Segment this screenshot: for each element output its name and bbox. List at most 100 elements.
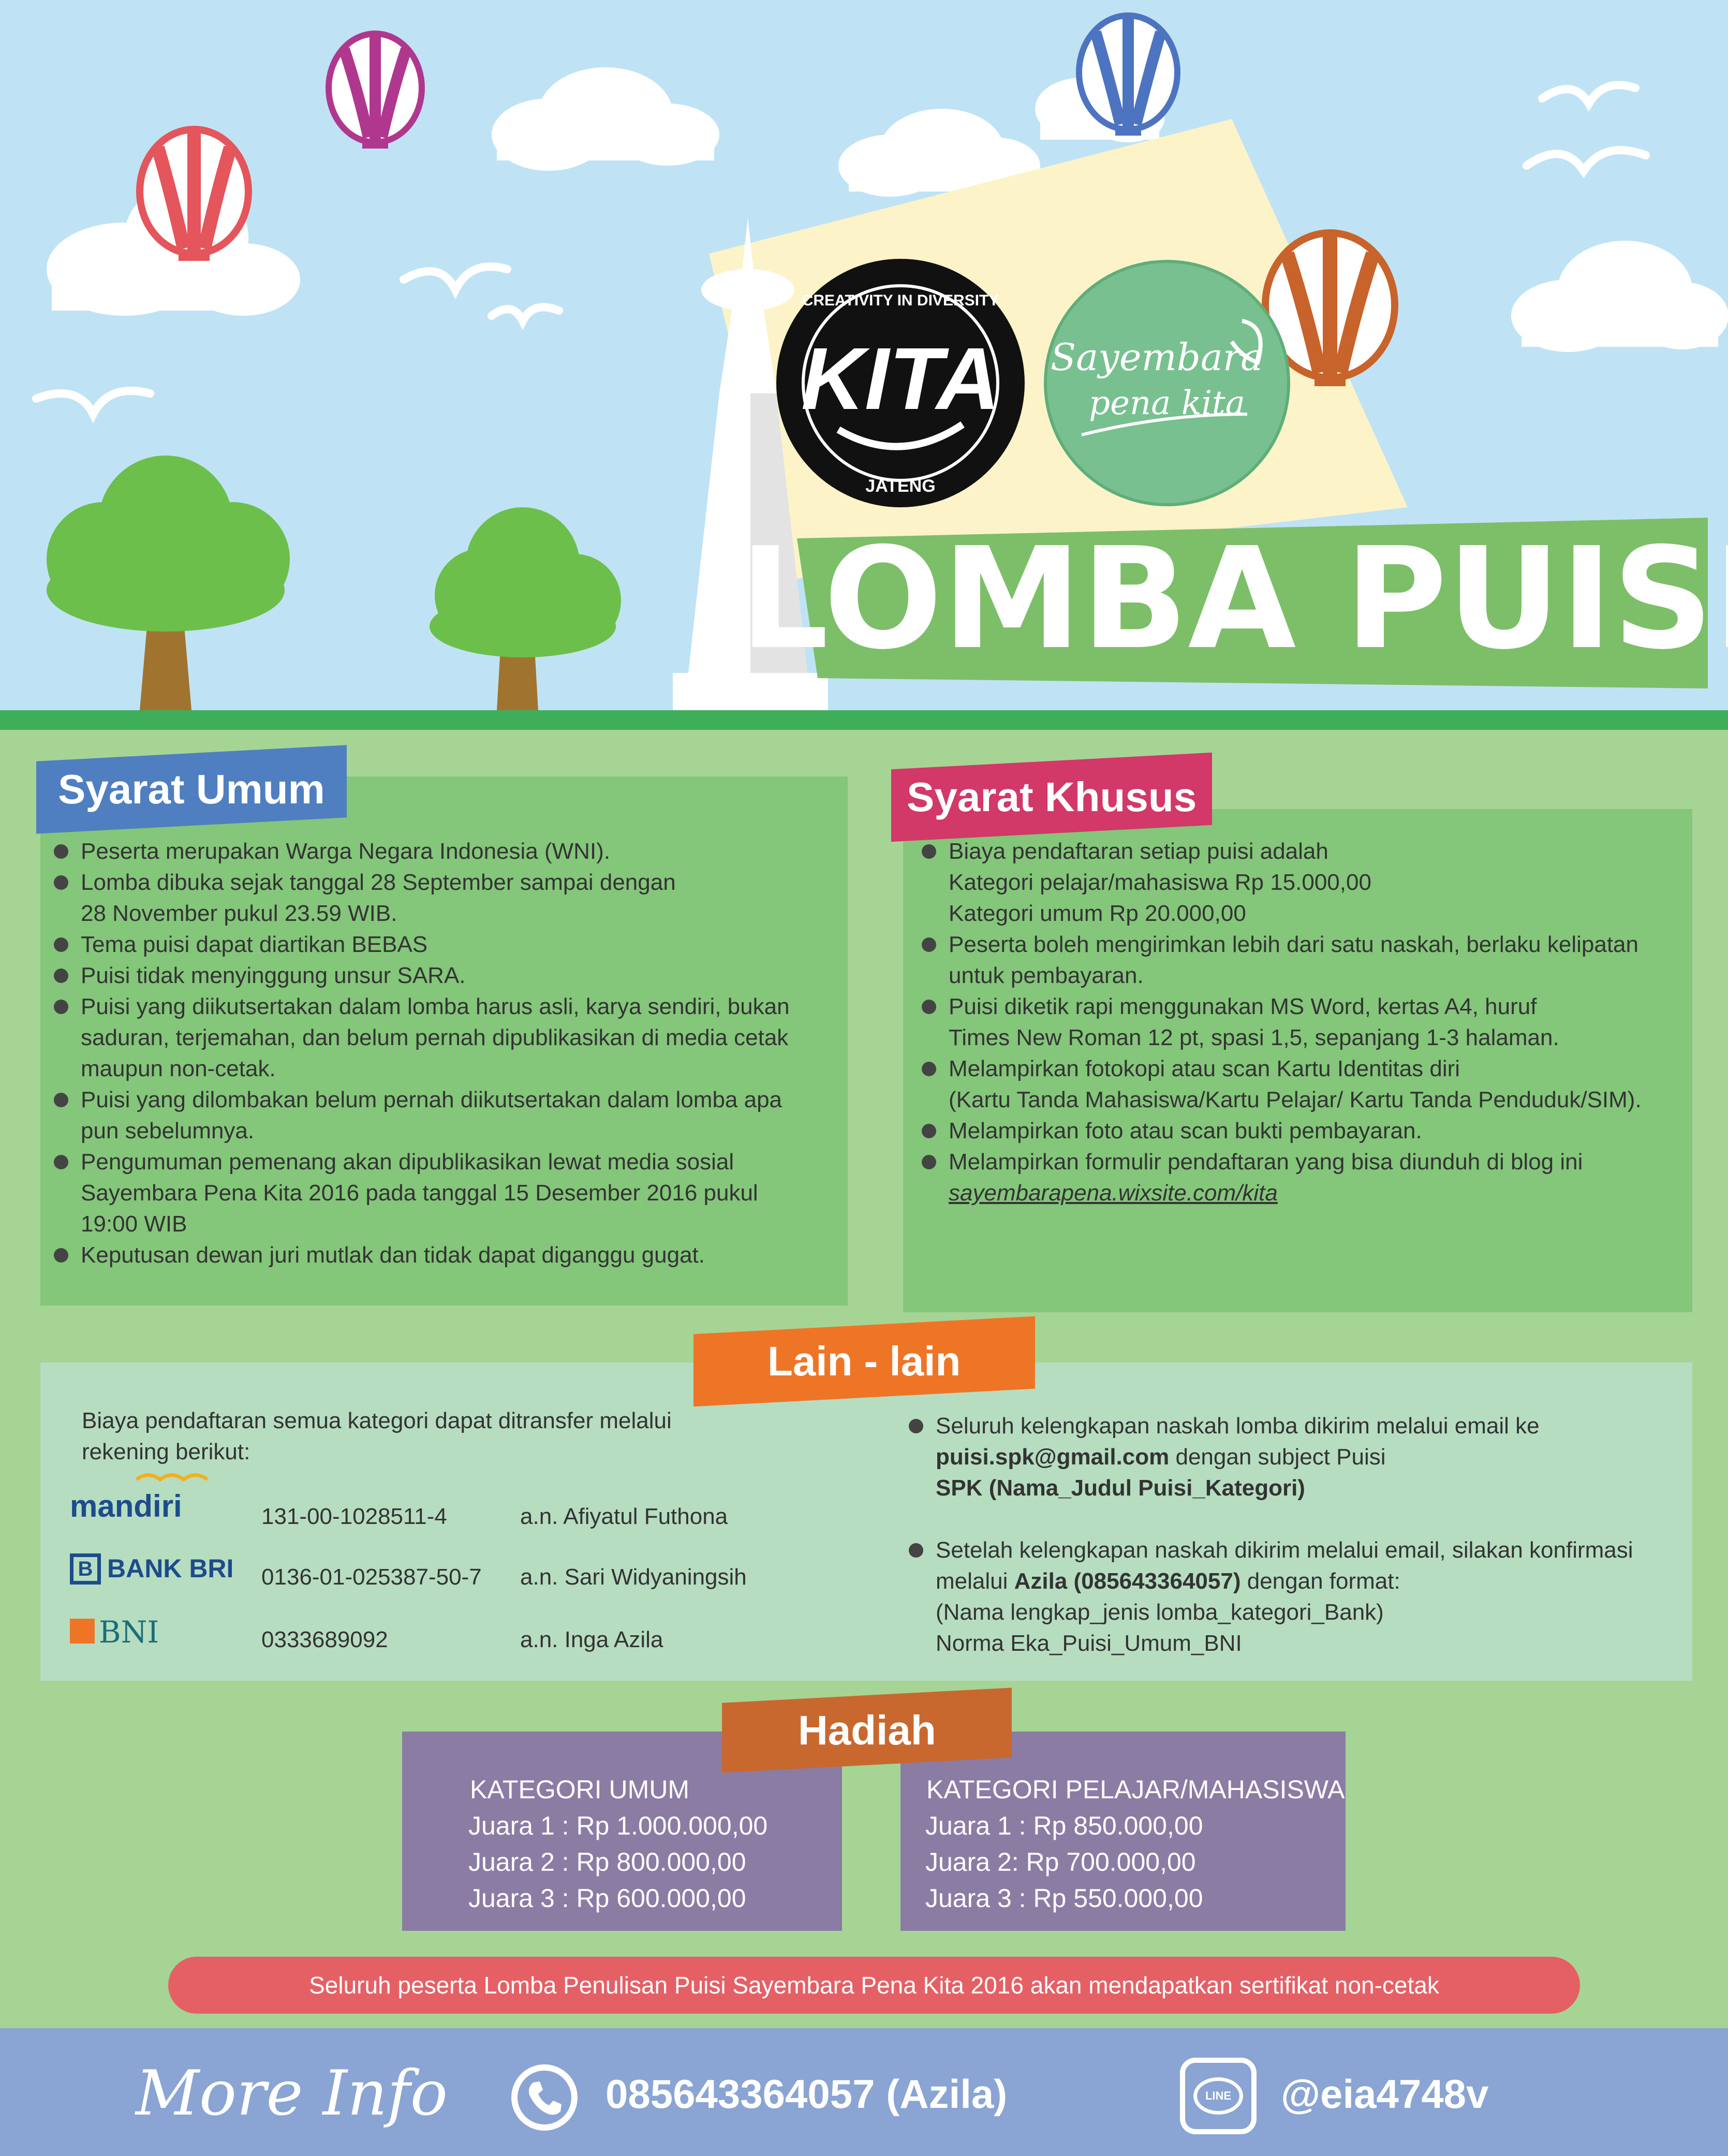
line-bubble: LINE: [1193, 2077, 1243, 2115]
tree-left: [47, 456, 290, 710]
syarat-umum-item-line: 28 November pukul 23.59 WIB.: [81, 901, 397, 926]
hadiah-pelajar-panel: [900, 1732, 1346, 1931]
bank-account-bri: 0136-01-025387-50-7: [261, 1564, 482, 1590]
umum-prize-2: Juara 2 : Rp 800.000,00: [468, 1847, 746, 1876]
more-info-label: More Info: [136, 2058, 448, 2130]
balloon-orange: [1262, 229, 1398, 386]
syarat-umum-item: Peserta merupakan Warga Negara Indonesia…: [51, 836, 837, 867]
syarat-umum-item-line: 19:00 WIB: [81, 1211, 187, 1237]
certificate-note-pill: Seluruh peserta Lomba Penulisan Puisi Sa…: [168, 1957, 1580, 2014]
email-note: Seluruh kelengkapan naskah lomba dikirim…: [906, 1411, 1682, 1504]
syarat-umum-item: Puisi tidak menyinggung unsur SARA.: [51, 960, 837, 991]
syarat-khusus-item-line: (Kartu Tanda Mahasiswa/Kartu Pelajar/ Ka…: [949, 1087, 1642, 1112]
footer-bar: [0, 2028, 1728, 2156]
email-subject-format: SPK (Nama_Judul Puisi_Kategori): [936, 1475, 1305, 1501]
monument-illustration: [673, 217, 828, 710]
kita-ring-top: CREATIVITY IN DIVERSITY: [802, 292, 999, 309]
bank-logo-bni: BNI: [70, 1612, 204, 1654]
syarat-khusus-item-line: Peserta boleh mengirimkan lebih dari sat…: [949, 932, 1638, 957]
lain-lain-panel: [40, 1362, 1692, 1681]
umum-prize-3: Juara 3 : Rp 600.000,00: [468, 1884, 746, 1913]
bank-logo-mandiri: mandiri: [70, 1473, 235, 1523]
syarat-umum-item-line: Pengumuman pemenang akan dipublikasikan …: [81, 1149, 734, 1175]
syarat-umum-title: Syarat Umum: [58, 766, 325, 812]
kategori-pelajar-title: KATEGORI PELAJAR/MAHASISWA: [926, 1775, 1345, 1804]
line-icon-text: LINE: [1205, 2089, 1232, 2102]
confirm-contact: Azila (085643364057): [1014, 1568, 1241, 1594]
syarat-umum-panel: [40, 776, 848, 1306]
syarat-khusus-item-line: Biaya pendaftaran setiap puisi adalah: [949, 839, 1328, 864]
syarat-khusus-item-line: Melampirkan formulir pendaftaran yang bi…: [949, 1149, 1583, 1175]
syarat-umum-item-line: Puisi tidak menyinggung unsur SARA.: [81, 963, 466, 988]
syarat-umum-item-line: Puisi yang diikutsertakan dalam lomba ha…: [81, 994, 790, 1019]
syarat-khusus-item: Puisi diketik rapi menggunakan MS Word, …: [919, 991, 1685, 1053]
bank-name-bni: BNI: [99, 1615, 159, 1650]
title-banner: [797, 518, 1708, 688]
syarat-umum-item-line: Keputusan dewan juri mutlak dan tidak da…: [81, 1242, 705, 1268]
lain-lain-title: Lain - lain: [767, 1338, 961, 1385]
syarat-umum-item-line: Peserta merupakan Warga Negara Indonesia…: [81, 839, 611, 864]
syarat-umum-item: Puisi yang diikutsertakan dalam lomba ha…: [51, 991, 837, 1084]
syarat-umum-item: Tema puisi dapat diartikan BEBAS: [51, 929, 837, 960]
certificate-note: Seluruh peserta Lomba Penulisan Puisi Sa…: [309, 1972, 1439, 1999]
syarat-khusus-title: Syarat Khusus: [906, 774, 1197, 820]
feather-icon: [1230, 319, 1263, 365]
pelajar-prize-2: Juara 2: Rp 700.000,00: [925, 1847, 1196, 1876]
blog-link[interactable]: sayembarapena.wixsite.com/kita: [949, 1180, 1278, 1206]
balloon-blue: [1076, 12, 1180, 136]
syarat-umum-item: Puisi yang dilombakan belum pernah diiku…: [51, 1084, 837, 1147]
phone-number[interactable]: 085643364057 (Azila): [605, 2071, 1008, 2117]
syarat-umum-item: Pengumuman pemenang akan dipublikasikan …: [51, 1147, 837, 1240]
syarat-khusus-item-line: Melampirkan fotokopi atau scan Kartu Ide…: [949, 1056, 1460, 1081]
syarat-umum-item-line: Tema puisi dapat diartikan BEBAS: [81, 932, 428, 957]
line-id[interactable]: @eia4748v: [1281, 2071, 1489, 2117]
syarat-umum-item-line: Lomba dibuka sejak tanggal 28 September …: [81, 870, 676, 895]
email-address[interactable]: puisi.spk@gmail.com: [936, 1444, 1170, 1470]
umum-prize-1: Juara 1 : Rp 1.000.000,00: [468, 1811, 768, 1840]
syarat-khusus-item: Melampirkan fotokopi atau scan Kartu Ide…: [919, 1053, 1685, 1116]
syarat-khusus-item-line: Puisi diketik rapi menggunakan MS Word, …: [949, 994, 1537, 1019]
bank-name-bri: BANK BRI: [107, 1554, 234, 1583]
syarat-khusus-item-line: Kategori pelajar/mahasiswa Rp 15.000,00: [949, 870, 1371, 895]
sayembara-line2: pena kita: [1089, 384, 1245, 422]
bank-logo-bri: B BANK BRI: [70, 1550, 246, 1592]
syarat-khusus-panel: [903, 809, 1692, 1312]
syarat-umum-item: Keputusan dewan juri mutlak dan tidak da…: [51, 1240, 837, 1271]
bank-holder-bri: a.n. Sari Widyaningsih: [520, 1564, 747, 1590]
tree-right: [430, 507, 621, 710]
lain-lain-notes: Seluruh kelengkapan naskah lomba dikirim…: [906, 1411, 1682, 1659]
sayembara-pena-kita-logo: Sayembara pena kita: [1044, 260, 1290, 506]
syarat-umum-item-line: saduran, terjemahan, dan belum pernah di…: [81, 1025, 789, 1050]
hadiah-title: Hadiah: [797, 1707, 936, 1753]
kita-logo: CREATIVITY IN DIVERSITY KITA JATENG: [776, 259, 1025, 507]
header-scene: CREATIVITY IN DIVERSITY KITA JATENG Saye…: [32, 12, 1728, 710]
bank-holder-bni: a.n. Inga Azila: [520, 1627, 663, 1652]
page-title: LOMBA PUISI: [740, 517, 1728, 680]
bni-icon: [70, 1619, 95, 1644]
sky-illustration: CREATIVITY IN DIVERSITY KITA JATENG Saye…: [0, 0, 1728, 710]
syarat-khusus-item: Peserta boleh mengirimkan lebih dari sat…: [919, 929, 1685, 991]
bank-name-mandiri: mandiri: [70, 1489, 182, 1523]
line-app-icon: LINE: [1180, 2058, 1257, 2134]
bri-icon: B: [70, 1553, 101, 1585]
sayembara-line1: Sayembara: [1051, 335, 1263, 379]
confirm-note: Setelah kelengkapan naskah dikirim melal…: [906, 1535, 1682, 1659]
syarat-khusus-item-line: Times New Roman 12 pt, spasi 1,5, sepanj…: [949, 1025, 1559, 1050]
bank-account-bni: 0333689092: [261, 1627, 388, 1652]
phone-icon: [510, 2063, 580, 2133]
kita-wordmark: KITA: [801, 330, 1000, 428]
kategori-umum-title: KATEGORI UMUM: [470, 1775, 690, 1804]
syarat-umum-item-line: Puisi yang dilombakan belum pernah diiku…: [81, 1087, 782, 1112]
syarat-umum-item: Lomba dibuka sejak tanggal 28 September …: [51, 867, 837, 929]
syarat-umum-item-line: pun sebelumnya.: [81, 1118, 255, 1143]
transfer-intro-line1: Biaya pendaftaran semua kategori dapat d…: [82, 1408, 672, 1433]
kita-ring-bottom: JATENG: [865, 476, 935, 496]
syarat-umum-item-line: maupun non-cetak.: [81, 1056, 276, 1081]
syarat-umum-list: Peserta merupakan Warga Negara Indonesia…: [51, 836, 837, 1271]
ground-strip: [0, 710, 1728, 730]
syarat-khusus-item-line: Melampirkan foto atau scan bukti pembaya…: [949, 1118, 1422, 1143]
balloon-magenta: [326, 31, 425, 149]
bank-account-mandiri: 131-00-1028511-4: [261, 1504, 447, 1529]
